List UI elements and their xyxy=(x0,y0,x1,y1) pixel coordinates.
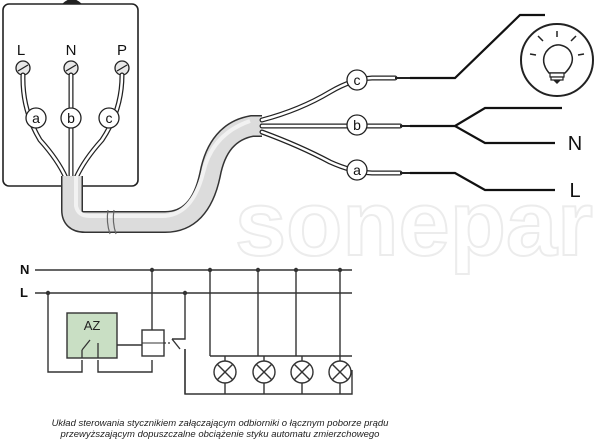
wire-ends xyxy=(395,77,410,174)
twilight-switch-label: AZ xyxy=(84,318,101,333)
twilight-switch-body xyxy=(66,312,118,359)
box-tag-b-label: b xyxy=(67,110,75,126)
caption-line-1: Układ sterowania stycznikiem załączający… xyxy=(51,418,389,429)
lamp-3-icon xyxy=(290,360,314,384)
terminal-l-label: L xyxy=(17,42,25,59)
cable-tag-c-label: c xyxy=(354,72,361,88)
box-tag-c-label: c xyxy=(106,110,113,126)
light-bulb-icon xyxy=(520,23,594,97)
terminal-n: N xyxy=(63,42,79,76)
terminal-p-label: P xyxy=(117,42,127,59)
box-tag-b: b xyxy=(60,107,82,129)
cable-tag-b: b xyxy=(346,114,368,136)
watermark: sonepar xyxy=(235,173,593,275)
bus-n-label: N xyxy=(20,262,29,277)
box-tag-c: c xyxy=(98,107,120,129)
terminal-p: P xyxy=(114,42,130,76)
twilight-switch: AZ xyxy=(66,312,118,359)
box-tag-a-label: a xyxy=(32,110,40,126)
cable-tag-b-label: b xyxy=(353,117,361,133)
lamp-4-icon xyxy=(328,360,352,384)
cable-wires xyxy=(259,75,403,176)
bus-l-label: L xyxy=(20,285,28,300)
terminal-n-label: N xyxy=(66,42,77,59)
caption-line-2: przewyższającym dopuszczalne obciążenie … xyxy=(60,429,380,440)
output-n-label: N xyxy=(568,133,582,155)
box-tag-a: a xyxy=(25,107,47,129)
screw-p-icon xyxy=(114,60,130,76)
cable-tag-a-label: a xyxy=(353,162,361,178)
schematic: N L xyxy=(20,262,353,395)
cable-tag-c: c xyxy=(346,69,368,91)
output-l-label: L xyxy=(569,180,580,202)
output-lines xyxy=(410,13,562,192)
contactor-coil xyxy=(141,329,181,357)
cable-tag-a: a xyxy=(346,159,368,181)
cable xyxy=(61,115,262,235)
switch-contact-icon xyxy=(81,339,99,358)
schematic-lamps xyxy=(213,360,352,384)
lamp-2-icon xyxy=(252,360,276,384)
lamp-1-icon xyxy=(213,360,237,384)
